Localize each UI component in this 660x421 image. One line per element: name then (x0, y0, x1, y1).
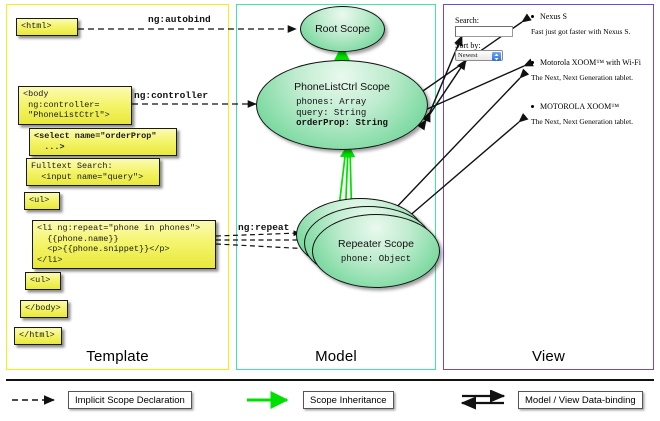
legend-item-scope-inheritance: Scope Inheritance (245, 390, 394, 410)
double-arrow-icon (460, 390, 506, 410)
scope-prop-bold: orderProp: String (296, 118, 388, 129)
phone-name: Motorola XOOM™ with Wi-Fi (531, 58, 641, 67)
chevron-updown-icon (492, 52, 501, 61)
legend-divider (6, 379, 654, 381)
panel-view-label: View (531, 348, 566, 365)
scope-repeater-title: Repeater Scope (338, 237, 414, 250)
bullet-icon (531, 15, 534, 18)
scope-repeater-props: phone: Object (340, 253, 412, 264)
search-input[interactable] (455, 26, 513, 37)
legend-label-scope-inheritance: Scope Inheritance (303, 391, 394, 409)
phone-list-item: Nexus S Fast just got faster with Nexus … (531, 12, 630, 36)
sort-by-label: Sort by: (455, 41, 481, 50)
scope-phonelistctrl-title: PhoneListCtrl Scope (294, 81, 390, 94)
edge-label-ng-controller: ng:controller (134, 90, 209, 101)
green-arrow-icon (247, 391, 289, 409)
scope-repeater: Repeater Scope phone: Object (312, 214, 440, 288)
code-box-fulltext-search: Fulltext Search: <input name="query"> (26, 158, 160, 186)
phone-list-item: Motorola XOOM™ with Wi-Fi The Next, Next… (531, 58, 641, 82)
code-box-body-close: </body> (20, 300, 68, 318)
edge-label-ng-autobind: ng:autobind (148, 14, 211, 25)
code-box-ul-open: <ul> (24, 192, 60, 210)
code-box-html-close: </html> (14, 327, 62, 345)
legend-item-model-view-data-binding: Model / View Data-binding (460, 390, 643, 410)
phone-snippet: The Next, Next Generation tablet. (531, 117, 634, 126)
code-box-select-tag: <select name="orderProp" ...> (29, 128, 177, 156)
scope-phonelistctrl-props: phones: Array query: String orderProp: S… (296, 97, 388, 129)
code-box-body-open: <body ng:controller= "PhoneListCtrl"> (18, 86, 132, 125)
updown-arrows-glyph (494, 53, 499, 60)
scope-prop-plain: phones: Array query: String (296, 97, 367, 118)
bullet-icon (531, 61, 534, 64)
scope-root: Root Scope (300, 6, 385, 52)
panel-template-label: Template (86, 348, 149, 365)
bullet-icon (531, 105, 534, 108)
scope-root-title: Root Scope (315, 23, 370, 35)
dashed-arrow-icon (12, 395, 55, 405)
legend-label-model-view-data-binding: Model / View Data-binding (518, 391, 643, 409)
search-label: Search: (455, 16, 479, 25)
sort-by-select[interactable]: Newest (455, 50, 503, 61)
phone-snippet: The Next, Next Generation tablet. (531, 73, 634, 82)
legend-item-implicit-scope-declaration: Implicit Scope Declaration (10, 390, 192, 410)
phone-list-item: MOTOROLA XOOM™ The Next, Next Generation… (531, 102, 633, 126)
phone-snippet: Fast just got faster with Nexus S. (531, 27, 631, 36)
sort-by-value: Newest (458, 52, 478, 59)
edge-label-ng-repeat: ng:repeat (238, 222, 290, 233)
phone-name: MOTOROLA XOOM™ (531, 102, 633, 111)
code-box-ul-close: <ul> (25, 272, 61, 290)
code-box-html-open: <html> (16, 18, 78, 36)
legend-label-implicit-scope-declaration: Implicit Scope Declaration (68, 391, 192, 409)
panel-model-label: Model (315, 348, 357, 365)
panel-model: Model (236, 4, 436, 370)
code-box-li-repeat: <li ng:repeat="phone in phones"> {{phone… (32, 220, 216, 269)
scope-phonelistctrl: PhoneListCtrl Scope phones: Array query:… (256, 60, 428, 150)
phone-name: Nexus S (531, 12, 630, 21)
